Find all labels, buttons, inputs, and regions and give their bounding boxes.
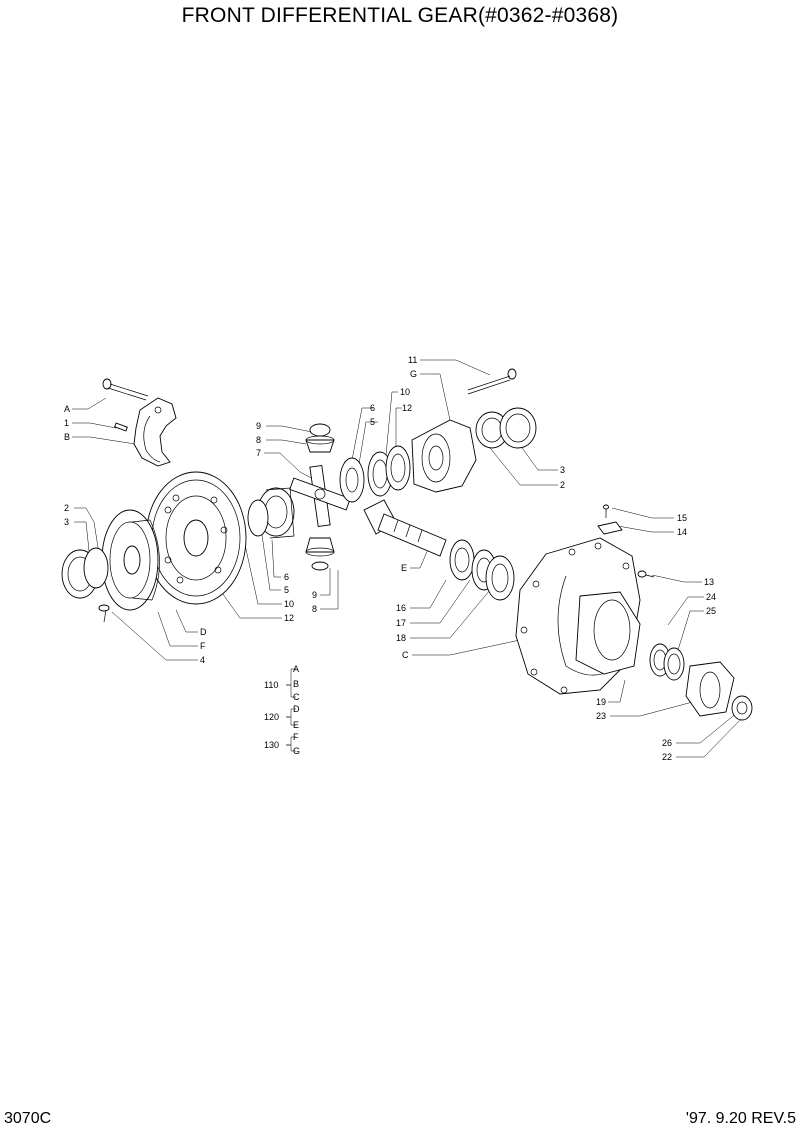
callout-8: 8 [256, 435, 261, 445]
kit-120-number: 120 [264, 712, 279, 722]
leader-lines [72, 359, 743, 758]
revision-date: '97. 9.20 REV.5 [685, 1110, 796, 1127]
axle-housing [515, 537, 641, 695]
differential-case-left [101, 509, 160, 611]
bolt-a [102, 378, 149, 401]
callout-3-right: 3 [560, 465, 565, 475]
dowel-pin [114, 422, 128, 432]
callout-26: 26 [662, 738, 672, 748]
kit-130-letter-f: F [293, 732, 299, 742]
bearing-cap [133, 397, 177, 467]
callout-23: 23 [596, 711, 606, 721]
callout-11: 11 [408, 355, 417, 365]
kit-legend: 110 A B C 120 D E 130 F G [264, 664, 300, 756]
kit-130-number: 130 [264, 740, 279, 750]
ring-gear [145, 471, 247, 605]
kit-120-letter-d: D [293, 704, 300, 714]
callout-E: E [401, 563, 407, 573]
callout-6: 6 [370, 403, 375, 413]
callout-13: 13 [704, 577, 714, 587]
callout-2-right: 2 [560, 480, 565, 490]
kit-110-letter-b: B [293, 679, 299, 689]
lock-plate-14 [597, 521, 623, 535]
callout-9-lower: 9 [312, 590, 317, 600]
kit-130-letter-g: G [293, 746, 300, 756]
kit-110-letter-a: A [293, 664, 299, 674]
callout-G: G [410, 369, 417, 379]
callout-19: 19 [596, 697, 606, 707]
callout-24: 24 [706, 592, 716, 602]
callout-18: 18 [396, 633, 406, 643]
callout-15: 15 [677, 513, 687, 523]
thrust-washers-right [367, 445, 411, 497]
flange-nut [731, 695, 753, 721]
callout-F: F [200, 641, 206, 651]
callout-12: 12 [402, 403, 412, 413]
drive-pinion-shaft [363, 499, 447, 557]
callout-8-lower: 8 [312, 604, 317, 614]
callout-labels: A 1 B 2 3 9 8 7 11 G 10 6 12 5 3 2 15 14… [64, 355, 716, 762]
seal-24-25 [649, 643, 685, 681]
pinion-bearings [449, 539, 515, 601]
callout-2: 2 [64, 503, 69, 513]
pinion-mate-gear-top [305, 423, 335, 453]
callout-17: 17 [396, 618, 406, 628]
bearing-left [61, 547, 109, 599]
callout-10: 10 [400, 387, 410, 397]
callout-7: 7 [256, 448, 261, 458]
callout-14: 14 [677, 527, 687, 537]
bolt-13 [637, 570, 655, 578]
side-gear-left [247, 487, 295, 539]
callout-16: 16 [396, 603, 406, 613]
callout-D-left: D [200, 627, 207, 637]
callout-B: B [64, 432, 70, 442]
side-gear-right [339, 457, 365, 503]
bolt-g [467, 368, 517, 395]
callout-4: 4 [200, 655, 205, 665]
callout-22: 22 [662, 752, 672, 762]
callout-6-lower: 6 [284, 572, 289, 582]
page-title: FRONT DIFFERENTIAL GEAR(#0362-#0368) [181, 4, 619, 27]
callout-12-lower: 12 [284, 613, 294, 623]
callout-5: 5 [370, 417, 375, 427]
kit-110-letter-c: C [293, 692, 300, 702]
kit-110-number: 110 [264, 680, 278, 690]
bolt-case [98, 604, 110, 623]
bolt-15 [603, 504, 609, 518]
cross-spider [289, 464, 351, 528]
callout-A: A [64, 404, 70, 414]
callout-9: 9 [256, 421, 261, 431]
callout-C: C [402, 650, 409, 660]
differential-case-right [411, 419, 477, 493]
companion-flange [685, 661, 735, 717]
pinion-mate-gear-bottom [305, 537, 335, 571]
callout-25: 25 [706, 606, 716, 616]
callout-5-lower: 5 [284, 585, 289, 595]
bearing-right [475, 407, 537, 449]
callout-1: 1 [64, 418, 69, 428]
kit-120-letter-e: E [293, 720, 299, 730]
callout-3: 3 [64, 517, 69, 527]
callout-10-lower: 10 [284, 599, 294, 609]
drawing-code: 3070C [4, 1110, 52, 1127]
